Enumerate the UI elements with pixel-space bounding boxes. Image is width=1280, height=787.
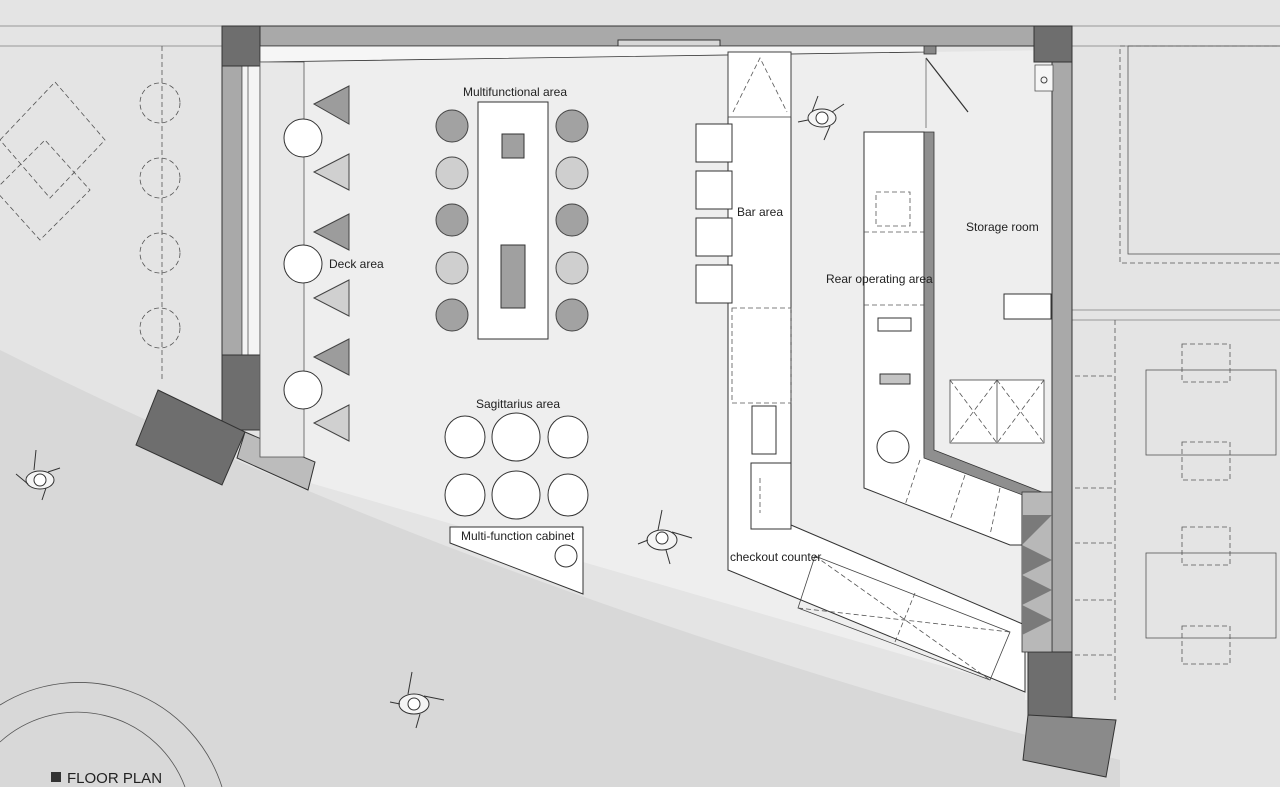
storage-room <box>949 293 1052 444</box>
bar-stool <box>695 217 733 257</box>
bar-stool <box>695 264 733 304</box>
chair-dark <box>435 203 469 237</box>
person-figure <box>389 671 445 729</box>
chair-light <box>555 156 589 190</box>
title-marker-square <box>51 772 61 782</box>
chair-light <box>435 156 469 190</box>
stair-ramp <box>1021 491 1053 653</box>
deck-stool <box>283 370 323 410</box>
chair-light <box>555 251 589 285</box>
deck-seat <box>312 213 350 251</box>
chair-dark <box>555 109 589 143</box>
building-walls <box>135 25 1117 778</box>
bar-stool <box>695 170 733 210</box>
label-storage-room: Storage room <box>966 220 1039 234</box>
bar-stool <box>695 123 733 163</box>
label-multi-function-cabinet: Multi-function cabinet <box>461 529 575 543</box>
multifunctional-table-area <box>435 101 589 340</box>
deck-seat <box>312 85 350 125</box>
multi-function-cabinet <box>449 526 584 595</box>
label-sagittarius-area: Sagittarius area <box>476 397 560 411</box>
person-figure <box>797 95 845 141</box>
plan-title: FLOOR PLAN <box>67 770 162 787</box>
chair-dark <box>435 109 469 143</box>
label-rear-operating-area: Rear operating area <box>826 272 933 286</box>
outdoor-right-features <box>1075 45 1280 700</box>
chair-light <box>435 251 469 285</box>
person-figure <box>15 449 61 501</box>
chair-dark <box>555 298 589 332</box>
deck-stool <box>283 118 323 158</box>
label-multifunctional-area: Multifunctional area <box>463 85 567 99</box>
person-figure <box>637 509 693 565</box>
sagittarius-seating <box>444 412 589 520</box>
deck-seat <box>312 404 350 442</box>
label-checkout-counter: checkout counter <box>730 550 821 564</box>
deck-seat <box>312 153 350 191</box>
deck-area <box>259 61 350 458</box>
outdoor-left-features <box>0 46 223 787</box>
deck-stool <box>283 244 323 284</box>
street-area <box>0 350 1120 787</box>
label-bar-area: Bar area <box>737 205 783 219</box>
label-deck-area: Deck area <box>329 257 384 271</box>
deck-seat <box>312 338 350 376</box>
chair-dark <box>555 203 589 237</box>
deck-seat <box>312 279 350 317</box>
chair-dark <box>435 298 469 332</box>
bar-area <box>695 51 1026 693</box>
